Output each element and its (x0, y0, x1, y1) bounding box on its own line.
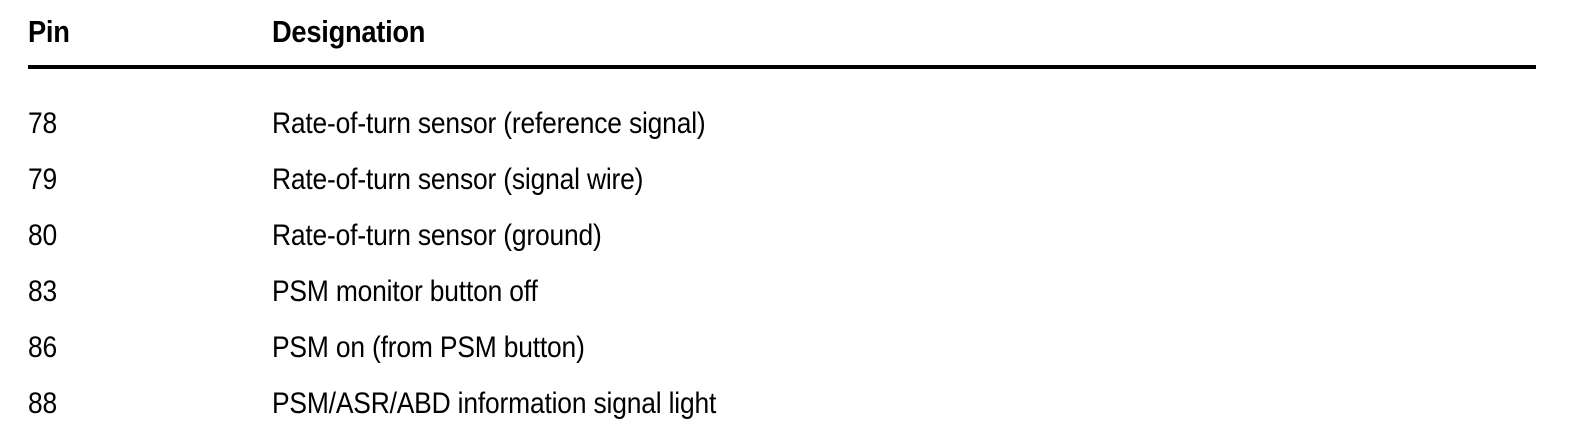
column-header-pin: Pin (28, 14, 243, 67)
cell-pin: 86 (28, 309, 243, 365)
cell-pin-value: 83 (28, 275, 58, 308)
cell-designation: PSM on (from PSM button) (272, 309, 1384, 365)
table-header: Pin Designation (28, 14, 1536, 67)
cell-designation-value: Rate-of-turn sensor (signal wire) (272, 163, 644, 196)
cell-pin: 83 (28, 253, 243, 309)
cell-pin: 88 (28, 365, 243, 421)
pin-designation-table: Pin Designation 78 Rate-of-turn sensor (… (28, 14, 1536, 421)
cell-pin-value: 88 (28, 387, 58, 420)
cell-pin-value: 80 (28, 219, 58, 252)
table-row: 79 Rate-of-turn sensor (signal wire) (28, 141, 1536, 197)
table-header-row: Pin Designation (28, 14, 1536, 67)
cell-designation-value: Rate-of-turn sensor (reference signal) (272, 107, 706, 140)
cell-designation-value: PSM on (from PSM button) (272, 331, 585, 364)
cell-designation: Rate-of-turn sensor (ground) (272, 197, 1384, 253)
column-header-designation-label: Designation (272, 14, 426, 49)
cell-pin: 78 (28, 67, 243, 141)
cell-designation-value: PSM monitor button off (272, 275, 538, 308)
cell-designation: Rate-of-turn sensor (reference signal) (272, 67, 1384, 141)
cell-pin-value: 79 (28, 163, 58, 196)
table-body: 78 Rate-of-turn sensor (reference signal… (28, 67, 1536, 421)
cell-designation: Rate-of-turn sensor (signal wire) (272, 141, 1384, 197)
cell-pin-value: 78 (28, 107, 58, 140)
cell-pin: 79 (28, 141, 243, 197)
table-row: 86 PSM on (from PSM button) (28, 309, 1536, 365)
cell-designation-value: PSM/ASR/ABD information signal light (272, 387, 717, 420)
column-header-designation: Designation (272, 14, 1384, 67)
cell-pin-value: 86 (28, 331, 58, 364)
table-row: 80 Rate-of-turn sensor (ground) (28, 197, 1536, 253)
table-row: 78 Rate-of-turn sensor (reference signal… (28, 67, 1536, 141)
cell-designation: PSM/ASR/ABD information signal light (272, 365, 1384, 421)
table-row: 88 PSM/ASR/ABD information signal light (28, 365, 1536, 421)
table-row: 83 PSM monitor button off (28, 253, 1536, 309)
cell-pin: 80 (28, 197, 243, 253)
cell-designation-value: Rate-of-turn sensor (ground) (272, 219, 602, 252)
column-header-pin-label: Pin (28, 14, 70, 49)
cell-designation: PSM monitor button off (272, 253, 1384, 309)
